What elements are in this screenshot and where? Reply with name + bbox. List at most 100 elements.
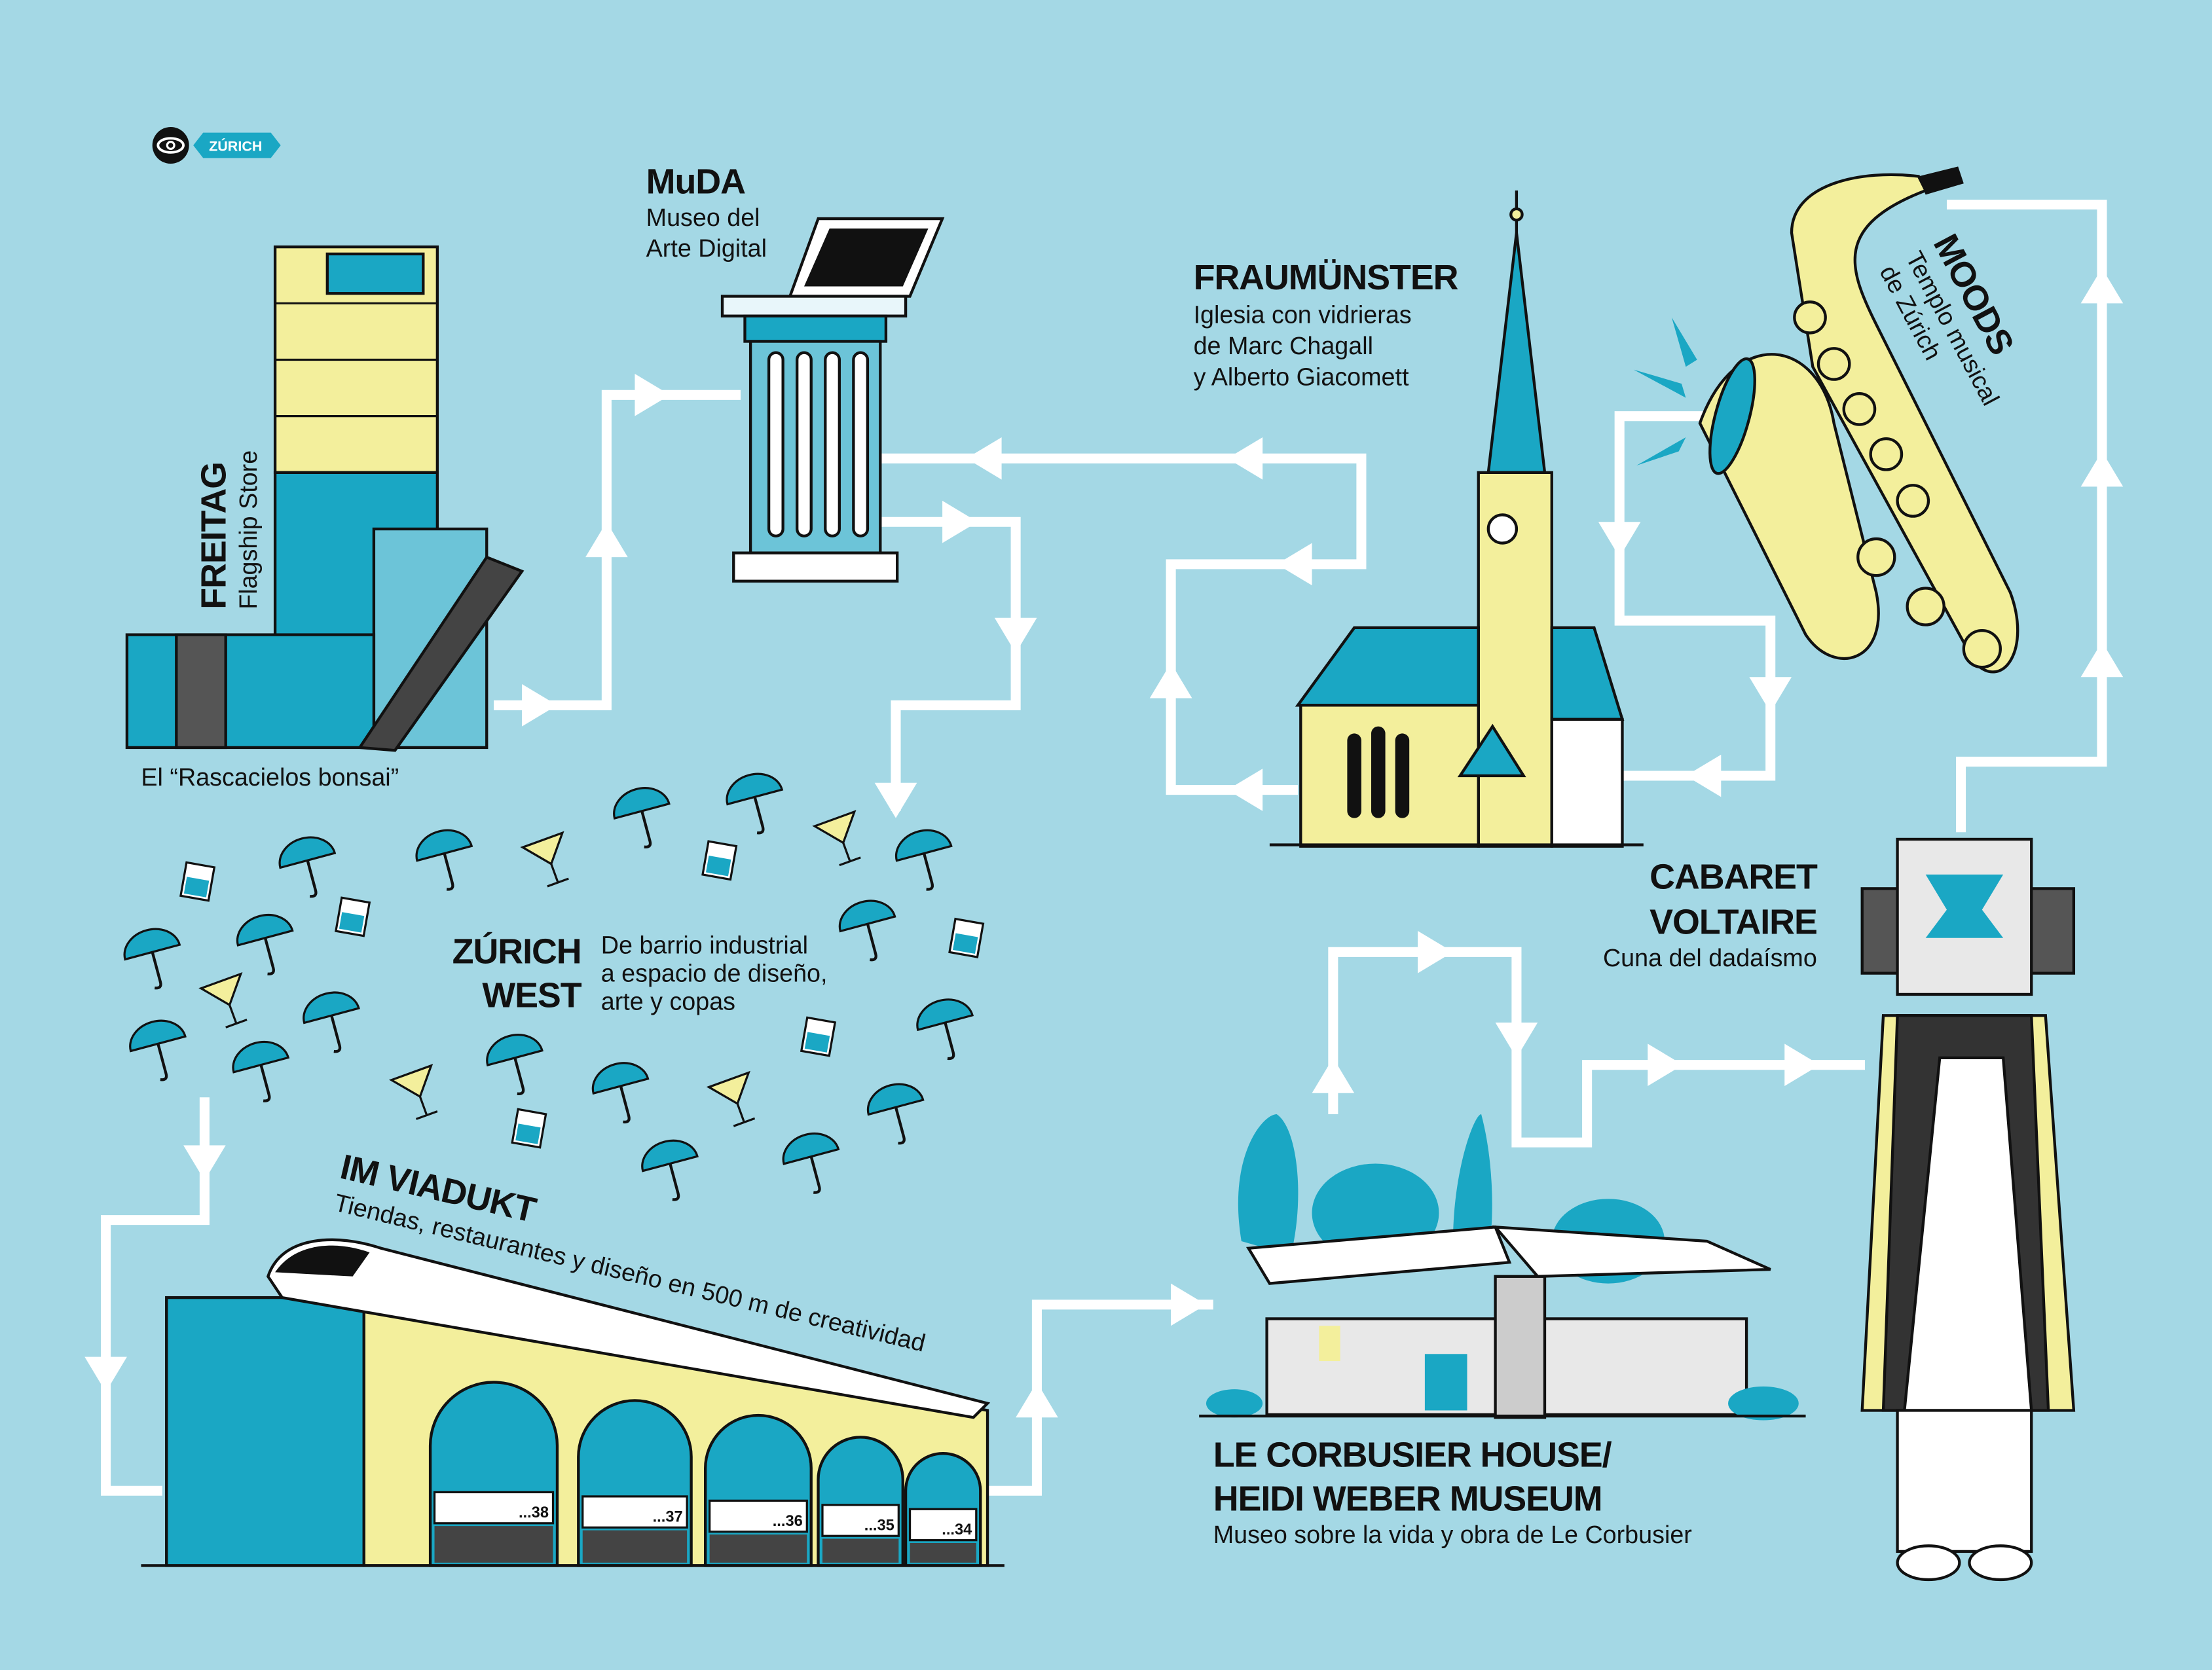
arrow-icon bbox=[1276, 543, 1312, 586]
tumbler-glass-icon bbox=[511, 1108, 547, 1149]
cocktail-glass-icon bbox=[389, 1063, 438, 1120]
arrow-icon bbox=[1495, 1023, 1538, 1058]
arrow-icon bbox=[1648, 1044, 1684, 1086]
umbrella-icon bbox=[236, 914, 294, 975]
badge-label: ZÚRICH bbox=[209, 138, 262, 154]
cocktail-glass-icon bbox=[812, 810, 861, 867]
arch-number: ...37 bbox=[653, 1509, 683, 1526]
arch-number: ...38 bbox=[519, 1504, 549, 1521]
zurich-west-title-2: WEST bbox=[482, 975, 581, 1015]
fraumunster-desc-2: de Marc Chagall bbox=[1194, 332, 1373, 359]
arrow-icon bbox=[1749, 677, 1792, 713]
umbrella-icon bbox=[486, 1034, 544, 1096]
arrow-icon bbox=[1227, 437, 1263, 480]
umbrella-icon bbox=[415, 829, 473, 891]
route-muda-fraumunster bbox=[881, 453, 1367, 795]
arch-number: ...35 bbox=[864, 1517, 894, 1534]
tumbler-glass-icon bbox=[179, 861, 216, 902]
umbrella-icon bbox=[641, 1139, 699, 1201]
arrow-icon bbox=[874, 782, 917, 818]
moods-saxophone-illustration bbox=[1633, 166, 2019, 674]
tumbler-glass-icon bbox=[948, 917, 985, 958]
cocktail-glass-icon bbox=[520, 831, 569, 888]
fraumunster-desc-1: Iglesia con vidrieras bbox=[1194, 300, 1412, 328]
arrow-icon bbox=[1171, 1283, 1206, 1326]
muda-desc-2: Arte Digital bbox=[646, 234, 767, 262]
viaduct-arch: ...38 bbox=[428, 1381, 559, 1567]
tumbler-glass-icon bbox=[800, 1016, 837, 1057]
arrow-icon bbox=[994, 617, 1037, 653]
arch-number: ...34 bbox=[942, 1521, 972, 1538]
umbrella-icon bbox=[303, 991, 360, 1053]
arrow-icon bbox=[966, 437, 1002, 480]
route-fraumunster-moods bbox=[1608, 411, 1776, 781]
arrow-icon bbox=[1016, 1382, 1058, 1418]
umbrella-icon bbox=[782, 1132, 840, 1194]
umbrella-icon bbox=[129, 1019, 187, 1081]
umbrella-icon bbox=[838, 899, 896, 962]
cabaret-title-1: CABARET bbox=[1650, 857, 1818, 896]
arrow-icon bbox=[84, 1356, 127, 1392]
viaduct-arch: ...34 bbox=[904, 1452, 982, 1567]
le-corbusier-house-illustration bbox=[1199, 1114, 1806, 1421]
tumbler-glass-icon bbox=[701, 840, 738, 881]
muda-desc-1: Museo del bbox=[646, 204, 760, 231]
route-viadukt-corbusier bbox=[984, 1299, 1213, 1496]
im-viadukt-illustration: ...38 ...37 ...36 ...35 ...34 bbox=[141, 1238, 1005, 1567]
arrow-icon bbox=[183, 1145, 226, 1181]
corbusier-title-1: LE CORBUSIER HOUSE/ bbox=[1213, 1436, 1612, 1475]
umbrella-icon bbox=[232, 1040, 290, 1102]
fraumunster-church-illustration bbox=[1269, 190, 1644, 848]
freitag-label: FREITAG Flagship Store bbox=[194, 450, 262, 609]
route-arrows bbox=[84, 268, 2124, 1418]
umbrellas-and-cocktails-illustration bbox=[123, 772, 985, 1201]
arrow-icon bbox=[1784, 1044, 1820, 1086]
zurich-west-title-1: ZÚRICH bbox=[452, 932, 581, 971]
umbrella-icon bbox=[591, 1062, 650, 1124]
city-badge: ZÚRICH bbox=[152, 127, 281, 164]
umbrella-icon bbox=[866, 1083, 925, 1145]
corbusier-desc: Museo sobre la vida y obra de Le Corbusi… bbox=[1213, 1521, 1692, 1548]
freitag-subtitle: Flagship Store bbox=[234, 450, 262, 609]
zurich-west-desc-2: a espacio de diseño, bbox=[601, 960, 828, 987]
umbrella-icon bbox=[278, 836, 337, 898]
tumbler-glass-icon bbox=[335, 896, 371, 937]
arrow-icon bbox=[635, 374, 671, 416]
umbrella-icon bbox=[726, 772, 784, 835]
arrow-icon bbox=[1598, 522, 1641, 558]
freitag-title: FREITAG bbox=[194, 462, 234, 609]
cabaret-desc: Cuna del dadaísmo bbox=[1603, 944, 1817, 971]
arrow-icon bbox=[2080, 642, 2124, 678]
umbrella-icon bbox=[613, 787, 671, 848]
route-cabaret-moods bbox=[1946, 199, 2107, 833]
arrow-icon bbox=[1418, 930, 1453, 973]
viaduct-arch: ...35 bbox=[817, 1436, 904, 1567]
route-muda-zurichwest bbox=[881, 517, 1021, 811]
arrow-icon bbox=[585, 522, 628, 558]
umbrella-icon bbox=[894, 829, 953, 891]
arrow-icon bbox=[1149, 663, 1192, 699]
fraumunster-desc-3: y Alberto Giacomett bbox=[1194, 363, 1409, 390]
cocktail-glass-icon bbox=[706, 1070, 756, 1127]
cocktail-glass-icon bbox=[198, 971, 248, 1028]
arrow-icon bbox=[2080, 268, 2124, 304]
freitag-tower-illustration bbox=[125, 245, 525, 752]
umbrella-icon bbox=[916, 998, 974, 1061]
arrow-icon bbox=[1227, 769, 1263, 811]
cabaret-title-2: VOLTAIRE bbox=[1650, 902, 1817, 941]
freitag-caption: El “Rascacielos bonsai” bbox=[141, 763, 399, 791]
arch-number: ...36 bbox=[773, 1513, 803, 1530]
route-corbusier-cabaret bbox=[1328, 947, 1866, 1148]
arrow-icon bbox=[522, 683, 557, 727]
zurich-west-desc-1: De barrio industrial bbox=[601, 931, 808, 958]
muda-column-illustration bbox=[720, 217, 945, 583]
corbusier-title-2: HEIDI WEBER MUSEUM bbox=[1213, 1479, 1602, 1518]
viaduct-arch: ...37 bbox=[577, 1399, 693, 1567]
arrow-icon bbox=[2080, 451, 2124, 487]
eye-icon bbox=[152, 127, 189, 164]
arrow-icon bbox=[942, 500, 978, 543]
zurich-west-desc-3: arte y copas bbox=[601, 988, 735, 1015]
viaduct-arch: ...36 bbox=[704, 1413, 813, 1567]
arrow-icon bbox=[1686, 754, 1722, 797]
